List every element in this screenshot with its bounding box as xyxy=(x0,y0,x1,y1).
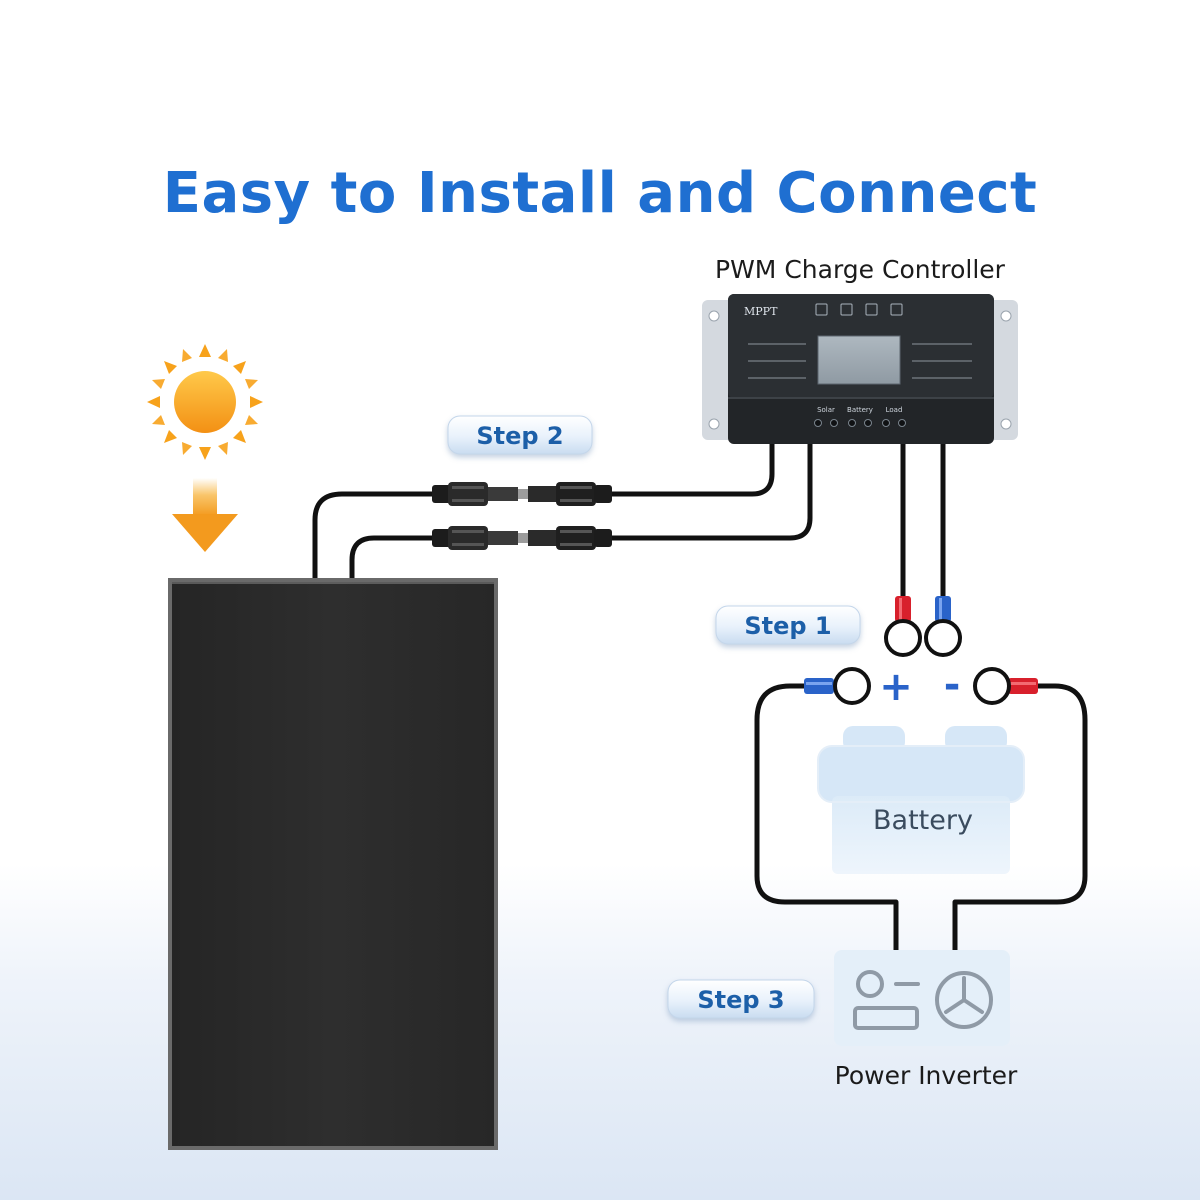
inverter-icon xyxy=(834,950,1010,1046)
ring-terminal-battery-left xyxy=(804,667,871,705)
step-1-label: Step 1 xyxy=(744,612,831,640)
step-2-badge: Step 2 xyxy=(447,415,593,455)
controller-label-solar: Solar xyxy=(817,406,835,414)
controller-brand: MPPT xyxy=(744,305,778,318)
charge-controller: MPPT Solar Battery Load xyxy=(702,294,1018,444)
controller-label-battery: Battery xyxy=(847,406,873,414)
controller-label-load: Load xyxy=(886,406,903,414)
page-title: Easy to Install and Connect xyxy=(163,161,1038,226)
battery-label: Battery xyxy=(873,805,973,836)
mc4-connector-top xyxy=(432,482,612,506)
down-arrow-icon xyxy=(172,478,238,552)
positive-sign: + xyxy=(879,664,913,710)
panel-cable-negative xyxy=(349,535,435,583)
negative-sign: - xyxy=(944,662,961,708)
mc4-connector-bottom xyxy=(432,526,612,550)
battery-inverter-cable-right xyxy=(952,683,1088,955)
solar-panel xyxy=(168,578,498,1150)
step-3-label: Step 3 xyxy=(697,986,784,1014)
inverter-label: Power Inverter xyxy=(835,1061,1018,1090)
fan-icon xyxy=(935,971,993,1029)
ring-terminal-positive-upper xyxy=(884,596,922,657)
ring-terminal-battery-right xyxy=(973,667,1038,705)
step-2-label: Step 2 xyxy=(476,422,563,450)
controller-solar-cable-2 xyxy=(609,437,813,541)
sun-icon xyxy=(147,344,263,460)
step-1-badge: Step 1 xyxy=(715,605,861,645)
battery-inverter-cable-left xyxy=(754,683,899,955)
controller-label: PWM Charge Controller xyxy=(715,255,1006,284)
wiring xyxy=(312,437,1088,955)
controller-buttons xyxy=(815,303,903,316)
controller-lcd xyxy=(817,335,901,385)
controller-solar-cable-1 xyxy=(609,437,775,497)
battery-icon xyxy=(817,726,1025,874)
ring-terminal-negative-upper xyxy=(924,596,962,657)
panel-cable-positive xyxy=(312,491,435,583)
step-3-badge: Step 3 xyxy=(667,979,815,1019)
